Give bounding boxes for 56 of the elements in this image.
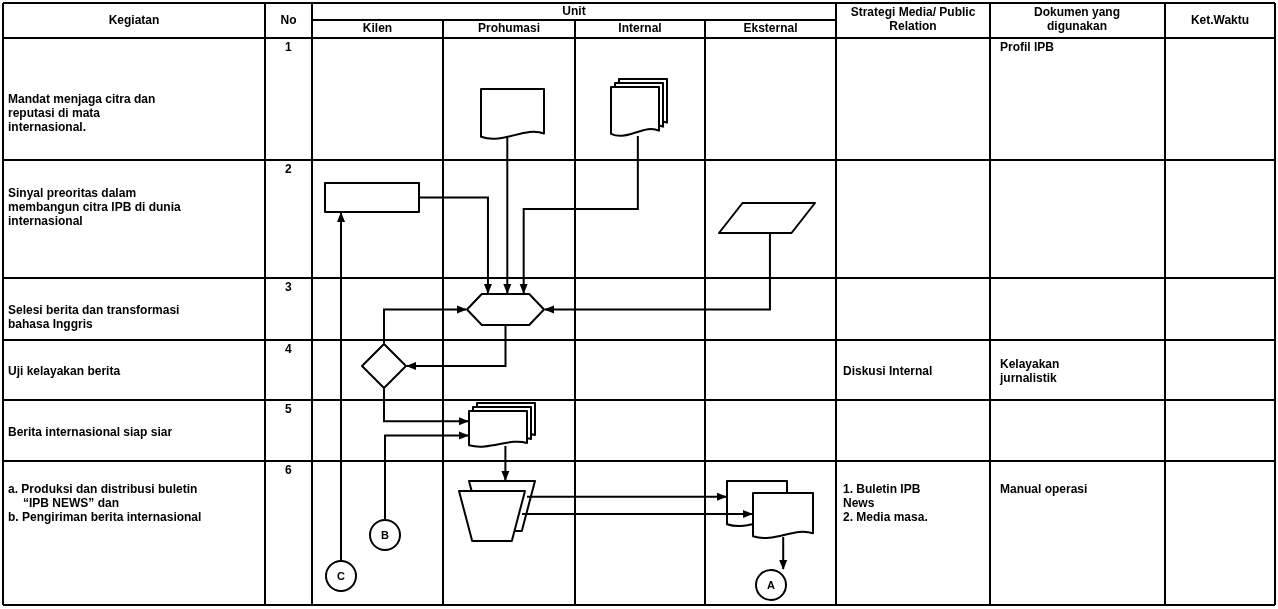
- column-header: Strategi Media/ Public Relation: [849, 5, 977, 33]
- preparation-hexagon: [466, 293, 545, 326]
- column-header: Internal: [617, 21, 663, 35]
- arrow: [503, 136, 512, 294]
- table-text: 5: [285, 402, 293, 416]
- column-header: Unit: [561, 4, 587, 18]
- arrow: [419, 196, 492, 294]
- arrow: [383, 388, 469, 426]
- data-parallelogram: [718, 202, 816, 234]
- table-text: 1: [285, 40, 293, 54]
- connector-circle: [325, 560, 357, 592]
- column-header: Eksternal: [742, 21, 799, 35]
- column-header: Ket.Waktu: [1189, 13, 1251, 27]
- table-text: Selesi berita dan transformasi bahasa Inggris: [8, 303, 181, 331]
- document-shape: [480, 88, 545, 143]
- column-header: Dokumen yang digunakan: [1033, 5, 1121, 33]
- connector-letter: B: [381, 528, 389, 542]
- table-text: 2. Media masa.: [843, 510, 929, 524]
- table-text: Mandat menjaga citra dan reputasi di mata internasional.: [8, 92, 157, 134]
- table-text: 2: [285, 162, 293, 176]
- table-text: 1. Buletin IPB News: [843, 482, 922, 510]
- table-text: Uji kelayakan berita: [8, 364, 122, 378]
- column-header: No: [279, 13, 298, 27]
- process-box: [324, 182, 420, 213]
- column-header: Kegiatan: [107, 13, 161, 27]
- table-text: 4: [285, 342, 293, 356]
- multi-document-shape: [726, 480, 814, 542]
- table-text: 6: [285, 463, 293, 477]
- table-text: Sinyal preoritas dalam membangun citra IPB di dunia internasional: [8, 186, 182, 228]
- decision-diamond: [361, 343, 407, 389]
- multi-document-shape: [468, 402, 536, 450]
- table-text: Berita internasional siap siar: [8, 425, 174, 439]
- connector-circle: [755, 569, 787, 601]
- table-text: Diskusi Internal: [843, 364, 934, 378]
- table-text: b. Pengiriman berita internasional: [8, 510, 203, 524]
- arrow: [501, 445, 510, 481]
- manual-operation-trapezoid: [458, 480, 536, 542]
- arrow: [544, 233, 771, 314]
- arrow: [521, 510, 753, 519]
- arrow: [779, 536, 788, 570]
- table-text: Profil IPB: [1000, 40, 1055, 54]
- column-header: Prohumasi: [477, 21, 541, 35]
- connector-letter: C: [337, 569, 345, 583]
- connector-letter: A: [767, 578, 775, 592]
- arrow: [519, 135, 639, 294]
- column-header: Kilen: [361, 21, 394, 35]
- arrow: [383, 305, 467, 344]
- arrow: [526, 492, 727, 501]
- multi-document-shape: [610, 78, 668, 140]
- arrow: [384, 431, 469, 520]
- table-text: Manual operasi: [1000, 482, 1089, 496]
- connector-circle: [369, 519, 401, 551]
- arrow: [406, 325, 507, 370]
- table-text: 3: [285, 280, 293, 294]
- arrow: [337, 212, 345, 561]
- table-text: Kelayakan jurnalistik: [1000, 357, 1061, 385]
